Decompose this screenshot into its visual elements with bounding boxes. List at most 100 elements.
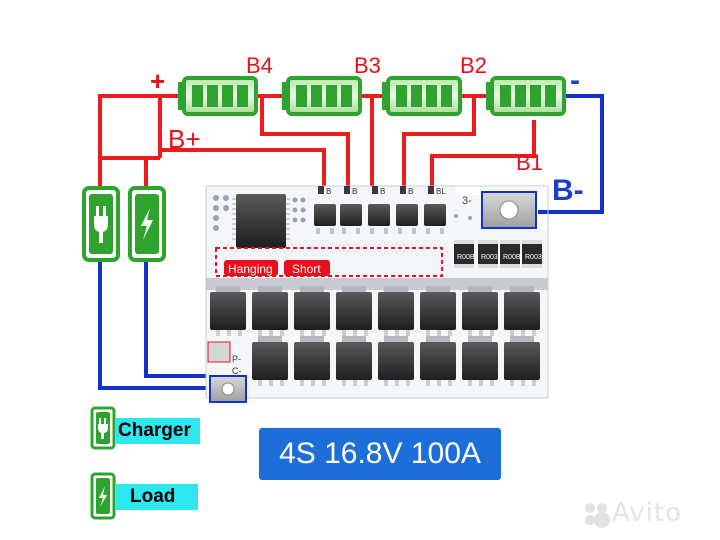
mosfet-pin (384, 380, 388, 386)
mosfet-pin (532, 380, 536, 386)
mosfet-pin (426, 380, 430, 386)
mosfet-pin (510, 380, 514, 386)
mosfet-pin (395, 330, 399, 336)
mosfet-pin (384, 330, 388, 336)
mosfet (210, 292, 246, 330)
mosfet (336, 342, 372, 380)
mosfet (294, 342, 330, 380)
mosfet-tab (258, 336, 282, 344)
b1-tap-wire (430, 120, 536, 190)
mosfet (252, 342, 288, 380)
pack-negative-wire (538, 94, 604, 214)
mosfet-pin (426, 330, 430, 336)
pin-label-b3: B (380, 187, 385, 196)
mosfet-tab (300, 336, 324, 344)
tap-label-b1: B1 (516, 150, 543, 175)
resistor-marking-4: R003 (525, 254, 542, 261)
b2-tap-wire (402, 96, 476, 190)
battery-cell-4 (178, 76, 258, 116)
mosfet-pin (269, 380, 273, 386)
resistor-marking-2: R003 (481, 254, 498, 261)
negative-wires (98, 94, 604, 390)
legend-load-label: Load (116, 484, 198, 510)
tap-label-b3: B3 (354, 53, 381, 78)
mosfet-pin (490, 380, 494, 386)
plus-terminal-label: + (150, 66, 165, 96)
mosfet-pin (448, 380, 452, 386)
mosfet-pin (437, 380, 441, 386)
mosfet-pin (311, 330, 315, 336)
mosfet-pin (353, 330, 357, 336)
mosfet-pin (322, 380, 326, 386)
p-minus-pad (207, 341, 231, 363)
mosfet-pin (353, 380, 357, 386)
mosfet (420, 342, 456, 380)
mosfet (504, 342, 540, 380)
mosfet-pin (258, 330, 262, 336)
mosfet-tab (426, 336, 450, 344)
mosfet-tab (384, 336, 408, 344)
watermark: Avito (612, 498, 682, 528)
short-callout (284, 260, 330, 276)
spec-banner: 4S 16.8V 100A (259, 428, 501, 480)
mosfet-pin (406, 330, 410, 336)
mosfet-tab (510, 336, 534, 344)
minus-terminal-label: - (570, 64, 580, 97)
legend-charger-label: Charger (116, 418, 200, 444)
battery-cell-2 (382, 76, 462, 116)
mosfet-pin (395, 380, 399, 386)
mosfet-pin (521, 380, 525, 386)
mosfet-pin (490, 330, 494, 336)
battery-cells (178, 76, 566, 116)
tap-label-b2: B2 (460, 53, 487, 78)
p-minus-label: P- (232, 354, 241, 364)
shunt-resistors: R00B R003 R00B R003 (454, 240, 542, 268)
avito-logo-icon (585, 503, 610, 528)
mosfet-tab (258, 286, 282, 294)
charger-negative-wire (98, 260, 212, 390)
pin-label-b-plus: B (326, 187, 331, 196)
legend-charger-icon (90, 406, 116, 450)
hanging-callout (224, 260, 278, 276)
mosfet-pin (280, 380, 284, 386)
b4-tap-wire (260, 96, 350, 190)
mosfet (294, 292, 330, 330)
mosfet-tab (300, 286, 324, 294)
load-bolt-icon (128, 186, 166, 262)
mosfet-pin (364, 330, 368, 336)
pack-positive-wire (98, 94, 178, 188)
mosfet-tab (342, 336, 366, 344)
mosfet-pin (468, 330, 472, 336)
mosfet-tab (342, 286, 366, 294)
battery-cell-3 (282, 76, 362, 116)
mosfet (378, 292, 414, 330)
mosfet-pin (479, 330, 483, 336)
mosfet-pin (238, 330, 242, 336)
mosfet (504, 292, 540, 330)
charger-plug-icon (82, 186, 120, 262)
balance-pin-row: B B B B BL (318, 186, 446, 196)
legend-load-icon (90, 472, 116, 520)
mosfet-pin (468, 380, 472, 386)
mosfet-pin (300, 330, 304, 336)
mosfet-pin (269, 330, 273, 336)
mosfet-tab (426, 286, 450, 294)
mosfet-pin (510, 330, 514, 336)
mosfet-tab (510, 286, 534, 294)
mosfet (420, 292, 456, 330)
mosfet-pin (364, 380, 368, 386)
mosfet (336, 292, 372, 330)
battery-cell-1 (486, 76, 566, 116)
mosfet-pin (322, 330, 326, 336)
mosfet-pin (532, 330, 536, 336)
bms-controller-chip (236, 194, 286, 248)
mosfet-pin (342, 380, 346, 386)
mosfet-pin (437, 330, 441, 336)
resistor-marking-3: R00B (503, 254, 521, 261)
mosfet-pin (311, 380, 315, 386)
mosfet-pin (521, 330, 525, 336)
resistor-marking-1: R00B (457, 254, 475, 261)
mosfet-tab (216, 286, 240, 294)
b-plus-tap-wire (158, 96, 326, 190)
mosfet (252, 292, 288, 330)
